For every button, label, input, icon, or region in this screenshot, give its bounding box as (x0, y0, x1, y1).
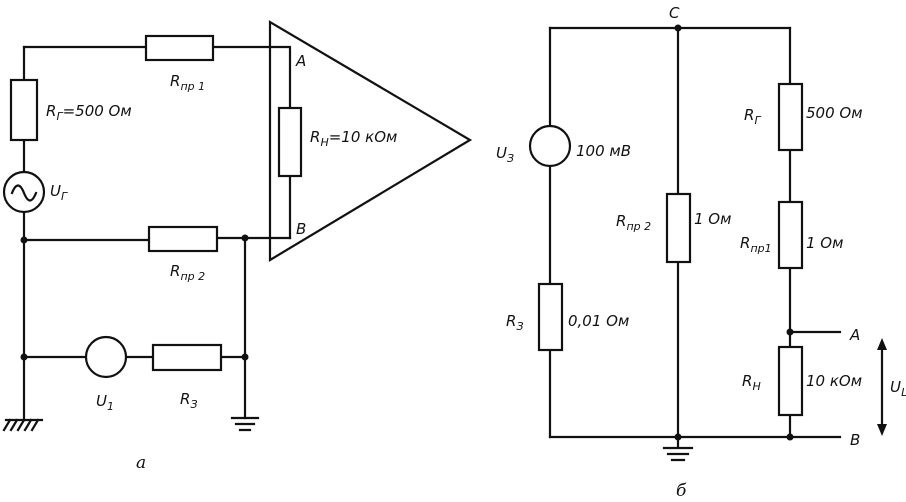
label-rpr2: Rпр 2 (616, 212, 651, 233)
junction-dot (20, 236, 28, 244)
label-rg: RГ=500 Ом (46, 102, 132, 123)
resistor-rpr2 (147, 225, 219, 253)
caption-b: б (676, 481, 687, 501)
earth-ground-icon (230, 416, 260, 432)
resistor-rpr2 (665, 192, 692, 264)
resistor-r3 (537, 282, 564, 352)
value-u3: 100 мВ (576, 142, 631, 160)
junction-dot (786, 328, 794, 336)
terminal-a-label: A (849, 326, 860, 344)
junction-dot (241, 234, 249, 242)
resistor-rpr1 (144, 34, 215, 62)
diagram-b: C UЗ 100 мВ RЗ 0,01 Ом Rпр 2 1 Ом RГ 500… (496, 4, 906, 501)
label-ug: UГ (50, 182, 68, 203)
terminal-b-label: B (850, 431, 860, 449)
value-rpr1: 1 Ом (806, 234, 843, 252)
caption-a: а (136, 453, 146, 473)
ac-source-sine-icon (10, 184, 38, 202)
wire-top (22, 45, 292, 110)
source-u1-circle (84, 335, 128, 379)
resistor-rn (277, 106, 303, 178)
label-rpr2: Rпр 2 (170, 262, 205, 283)
chassis-ground-icon (2, 418, 44, 432)
junction-dot (674, 24, 682, 32)
label-uc: UЦ (890, 378, 906, 399)
label-rpr1: Rпр1 (740, 234, 772, 255)
value-rg: 500 Ом (806, 104, 863, 122)
value-r3: 0,01 Ом (568, 312, 629, 330)
terminal-b-label: B (296, 220, 306, 238)
voltage-arrow-icon (877, 338, 887, 436)
label-u3: UЗ (496, 144, 514, 165)
source-u3-circle (528, 124, 572, 168)
label-r3: RЗ (180, 390, 198, 411)
label-r3: RЗ (506, 312, 524, 333)
resistor-r3 (151, 343, 223, 372)
earth-ground-icon (662, 435, 694, 462)
diagram-a: RГ=500 Ом UГ Rпр 1 RН=10 кОм A B Rпр 2 U… (2, 20, 473, 473)
resistor-rg (9, 78, 39, 142)
terminal-a-label: A (295, 52, 306, 70)
junction-dot (241, 353, 249, 361)
junction-dot (786, 433, 794, 441)
node-c-label: C (669, 4, 680, 22)
label-rn: RН (742, 372, 761, 393)
amplifier-triangle (268, 20, 473, 262)
junction-dot (20, 353, 28, 361)
value-rpr2: 1 Ом (694, 210, 731, 228)
resistor-rpr1 (777, 200, 804, 270)
value-rn: 10 кОм (806, 372, 862, 390)
label-rpr1: Rпр 1 (170, 72, 205, 93)
label-rn: RН=10 кОм (310, 128, 397, 149)
resistor-rn (777, 345, 804, 417)
label-rg: RГ (744, 106, 761, 127)
wire-middle (22, 236, 292, 242)
resistor-rg (777, 82, 804, 152)
label-u1: U1 (96, 392, 114, 413)
